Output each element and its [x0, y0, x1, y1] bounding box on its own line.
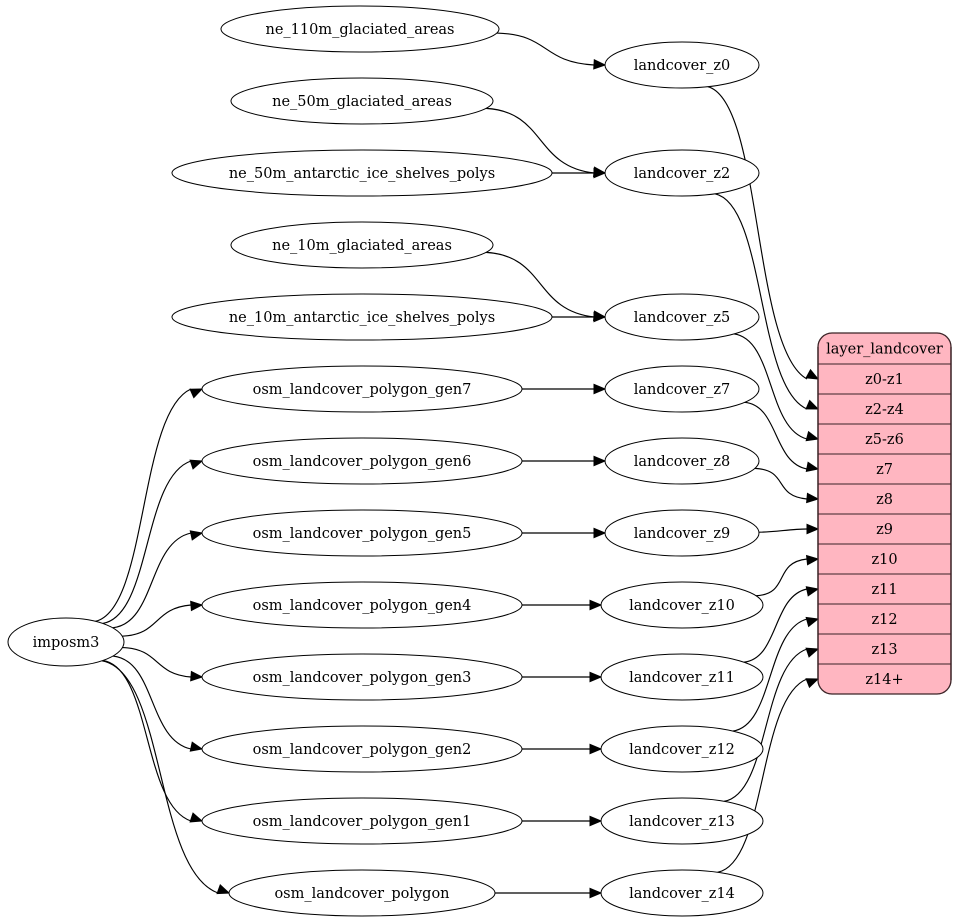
node-landcover_z13[interactable]: landcover_z13	[600, 797, 764, 845]
node-shape-landcover_z14	[600, 869, 764, 917]
node-shape-osm_landcover_polygon_gen5	[201, 509, 523, 557]
node-label-ne_50m_glaciated_areas: ne_50m_glaciated_areas	[272, 94, 452, 110]
node-label-landcover_z11: landcover_z11	[629, 670, 735, 686]
table-row-z2-z4[interactable]: z2-z4	[865, 402, 904, 418]
node-shape-ne_110m_glaciated_areas	[220, 5, 500, 53]
node-landcover_z8[interactable]: landcover_z8	[604, 437, 760, 485]
node-shape-osm_landcover_polygon	[228, 869, 496, 917]
node-osm_landcover_polygon_gen4[interactable]: osm_landcover_polygon_gen4	[201, 581, 523, 629]
node-label-ne_10m_glaciated_areas: ne_10m_glaciated_areas	[272, 238, 452, 254]
node-shape-osm_landcover_polygon_gen2	[201, 725, 523, 773]
node-landcover_z9[interactable]: landcover_z9	[604, 509, 760, 557]
node-shape-landcover_z5	[604, 293, 760, 341]
node-label-landcover_z12: landcover_z12	[629, 742, 735, 758]
node-label-landcover_z7: landcover_z7	[634, 382, 731, 398]
table-row-z14+[interactable]: z14+	[865, 672, 903, 688]
node-ne_50m_antarctic_ice_shelves_polys[interactable]: ne_50m_antarctic_ice_shelves_polys	[171, 149, 553, 197]
table-row-z8[interactable]: z8	[876, 492, 893, 508]
node-shape-landcover_z0	[604, 41, 760, 89]
node-osm_landcover_polygon_gen2[interactable]: osm_landcover_polygon_gen2	[201, 725, 523, 773]
node-shape-ne_50m_antarctic_ice_shelves_polys	[171, 149, 553, 197]
node-label-imposm3: imposm3	[33, 635, 100, 651]
node-landcover_z12[interactable]: landcover_z12	[600, 725, 764, 773]
node-shape-osm_landcover_polygon_gen1	[201, 797, 523, 845]
node-landcover_z5[interactable]: landcover_z5	[604, 293, 760, 341]
edge-layer	[95, 32, 820, 899]
node-shape-landcover_z2	[604, 149, 760, 197]
node-ne_50m_glaciated_areas[interactable]: ne_50m_glaciated_areas	[230, 77, 494, 125]
node-shape-landcover_z10	[600, 581, 764, 629]
table-row-z5-z6[interactable]: z5-z6	[865, 432, 904, 448]
node-osm_landcover_polygon_gen5[interactable]: osm_landcover_polygon_gen5	[201, 509, 523, 557]
node-shape-osm_landcover_polygon_gen3	[201, 653, 523, 701]
table-row-z11[interactable]: z11	[871, 582, 897, 598]
node-label-ne_110m_glaciated_areas: ne_110m_glaciated_areas	[266, 22, 455, 38]
node-label-osm_landcover_polygon_gen4: osm_landcover_polygon_gen4	[253, 598, 472, 614]
node-osm_landcover_polygon[interactable]: osm_landcover_polygon	[228, 869, 496, 917]
node-landcover_z11[interactable]: landcover_z11	[600, 653, 764, 701]
node-label-landcover_z0: landcover_z0	[634, 58, 731, 74]
node-ne_10m_antarctic_ice_shelves_polys[interactable]: ne_10m_antarctic_ice_shelves_polys	[171, 293, 553, 341]
table-row-z13[interactable]: z13	[871, 642, 897, 658]
node-shape-landcover_z7	[604, 365, 760, 413]
node-osm_landcover_polygon_gen3[interactable]: osm_landcover_polygon_gen3	[201, 653, 523, 701]
node-label-osm_landcover_polygon_gen6: osm_landcover_polygon_gen6	[253, 454, 472, 470]
node-ne_110m_glaciated_areas[interactable]: ne_110m_glaciated_areas	[220, 5, 500, 53]
node-label-osm_landcover_polygon_gen7: osm_landcover_polygon_gen7	[253, 382, 472, 398]
table-header-label: layer_landcover	[826, 342, 943, 358]
node-shape-landcover_z12	[600, 725, 764, 773]
node-label-landcover_z8: landcover_z8	[634, 454, 731, 470]
node-label-osm_landcover_polygon_gen2: osm_landcover_polygon_gen2	[253, 742, 472, 758]
node-landcover_z7[interactable]: landcover_z7	[604, 365, 760, 413]
node-shape-osm_landcover_polygon_gen6	[201, 437, 523, 485]
table-row-z10[interactable]: z10	[871, 552, 897, 568]
node-shape-landcover_z9	[604, 509, 760, 557]
table-row-z7[interactable]: z7	[876, 462, 893, 478]
node-label-ne_10m_antarctic_ice_shelves_polys: ne_10m_antarctic_ice_shelves_polys	[229, 310, 495, 326]
node-layer: ne_110m_glaciated_areas ne_50m_glaciated_…	[7, 5, 764, 917]
node-label-osm_landcover_polygon: osm_landcover_polygon	[274, 886, 449, 902]
table-layer: layer_landcover z0-z1 z2-z4 z5-z6 z7 z8 z9 z10 z…	[817, 332, 952, 695]
table-row-z0-z1[interactable]: z0-z1	[865, 372, 904, 388]
node-landcover_z0[interactable]: landcover_z0	[604, 41, 760, 89]
node-label-landcover_z13: landcover_z13	[629, 814, 735, 830]
node-label-landcover_z5: landcover_z5	[634, 310, 731, 326]
node-label-landcover_z2: landcover_z2	[634, 166, 731, 182]
node-shape-ne_50m_glaciated_areas	[230, 77, 494, 125]
node-label-landcover_z14: landcover_z14	[629, 886, 735, 902]
node-shape-osm_landcover_polygon_gen4	[201, 581, 523, 629]
node-shape-imposm3	[7, 617, 125, 667]
node-shape-landcover_z13	[600, 797, 764, 845]
node-label-ne_50m_antarctic_ice_shelves_polys: ne_50m_antarctic_ice_shelves_polys	[229, 166, 495, 182]
node-shape-landcover_z8	[604, 437, 760, 485]
node-osm_landcover_polygon_gen7[interactable]: osm_landcover_polygon_gen7	[201, 365, 523, 413]
node-shape-ne_10m_antarctic_ice_shelves_polys	[171, 293, 553, 341]
node-landcover_z14[interactable]: landcover_z14	[600, 869, 764, 917]
table-row-z12[interactable]: z12	[871, 612, 897, 628]
node-landcover_z10[interactable]: landcover_z10	[600, 581, 764, 629]
node-shape-ne_10m_glaciated_areas	[230, 221, 494, 269]
node-label-osm_landcover_polygon_gen1: osm_landcover_polygon_gen1	[253, 814, 472, 830]
node-label-landcover_z10: landcover_z10	[629, 598, 735, 614]
node-osm_landcover_polygon_gen1[interactable]: osm_landcover_polygon_gen1	[201, 797, 523, 845]
node-label-osm_landcover_polygon_gen5: osm_landcover_polygon_gen5	[253, 526, 472, 542]
node-label-landcover_z9: landcover_z9	[634, 526, 731, 542]
node-shape-osm_landcover_polygon_gen7	[201, 365, 523, 413]
node-label-osm_landcover_polygon_gen3: osm_landcover_polygon_gen3	[253, 670, 472, 686]
node-osm_landcover_polygon_gen6[interactable]: osm_landcover_polygon_gen6	[201, 437, 523, 485]
node-shape-landcover_z11	[600, 653, 764, 701]
table-layer_landcover[interactable]: layer_landcover z0-z1 z2-z4 z5-z6 z7 z8 z9 z10 z…	[817, 332, 952, 695]
node-imposm3[interactable]: imposm3	[7, 617, 125, 667]
table-row-z9[interactable]: z9	[876, 522, 893, 538]
node-ne_10m_glaciated_areas[interactable]: ne_10m_glaciated_areas	[230, 221, 494, 269]
node-landcover_z2[interactable]: landcover_z2	[604, 149, 760, 197]
